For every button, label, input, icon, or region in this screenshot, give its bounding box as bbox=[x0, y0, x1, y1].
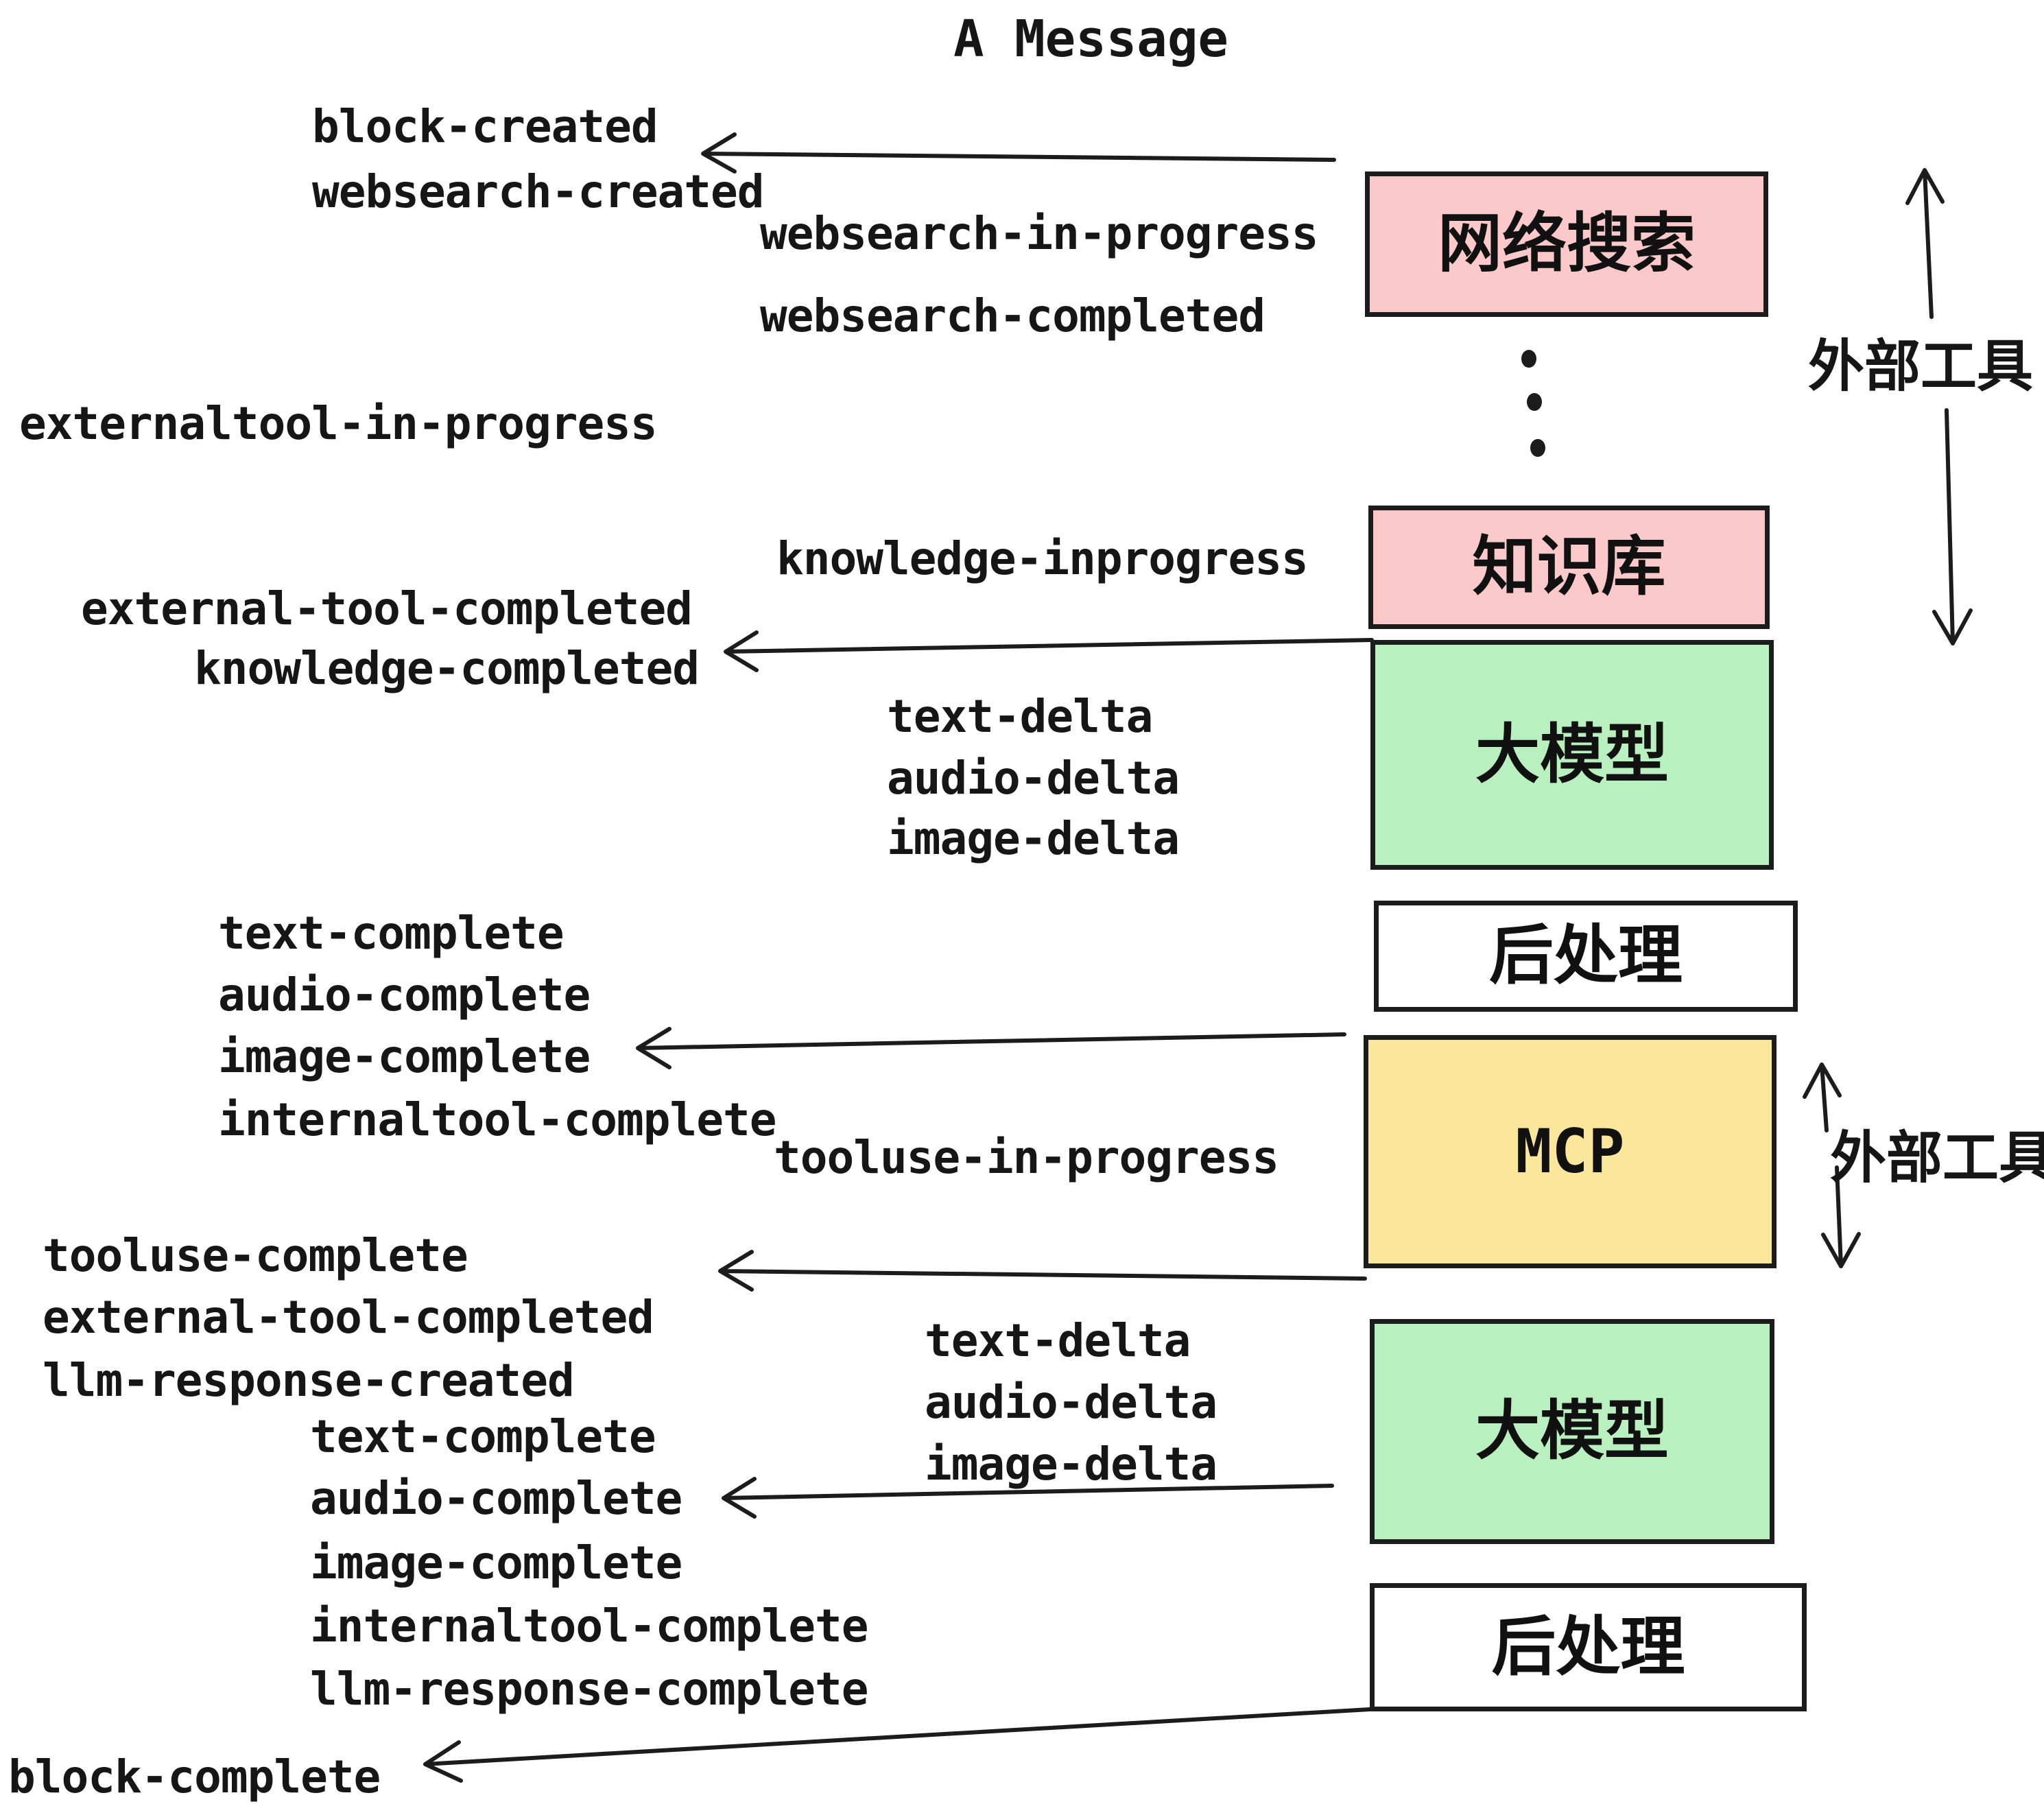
event-label-internaltool-complete-1: internaltool-complete bbox=[218, 1093, 776, 1146]
external-tools-label-top: 外部工具 bbox=[1808, 334, 2034, 399]
event-label-llm-response-complete: llm-response-complete bbox=[310, 1663, 868, 1716]
diagram-title: A Message bbox=[953, 10, 1228, 69]
event-label-image-complete-1: image-complete bbox=[218, 1030, 591, 1083]
arrow-to-block-complete bbox=[423, 1707, 1372, 1783]
event-label-text-delta-2: text-delta bbox=[925, 1314, 1191, 1367]
event-label-image-delta-2: image-delta bbox=[925, 1438, 1217, 1491]
event-label-text-complete-1: text-complete bbox=[218, 907, 565, 960]
node-mcp: MCP bbox=[1364, 1035, 1776, 1268]
external-tools-down-arrow-top bbox=[1932, 408, 1973, 645]
event-label-text-complete-2: text-complete bbox=[310, 1410, 656, 1463]
node-websearch: 网络搜索 bbox=[1365, 171, 1768, 317]
node-knowledge-base: 知识库 bbox=[1368, 506, 1770, 629]
node-websearch-label: 网络搜索 bbox=[1437, 206, 1696, 281]
event-label-block-complete: block-complete bbox=[8, 1750, 381, 1803]
node-postprocess-1-label: 后处理 bbox=[1488, 918, 1683, 993]
event-label-knowledge-completed: knowledge-completed bbox=[194, 642, 700, 695]
arrow-to-tooluse-complete bbox=[718, 1250, 1367, 1292]
event-label-image-complete-2: image-complete bbox=[310, 1536, 682, 1589]
event-label-block-created: block-created bbox=[312, 100, 658, 153]
arrow-to-image-complete bbox=[636, 1027, 1346, 1069]
event-label-audio-complete-2: audio-complete bbox=[310, 1472, 682, 1525]
event-label-websearch-completed: websearch-completed bbox=[760, 289, 1265, 342]
event-label-tooluse-complete: tooluse-complete bbox=[43, 1229, 468, 1282]
arrow-to-knowledge-completed bbox=[724, 630, 1374, 672]
external-tools-up-arrow-top bbox=[1905, 168, 1945, 319]
external-tools-label-mcp: 外部工具 bbox=[1830, 1126, 2044, 1191]
node-postprocess-1: 后处理 bbox=[1374, 901, 1798, 1012]
node-llm-2-label: 大模型 bbox=[1475, 1394, 1669, 1469]
event-label-audio-complete-1: audio-complete bbox=[218, 969, 591, 1021]
external-tools-up-arrow-mcp bbox=[1803, 1063, 1842, 1132]
event-label-image-delta-1: image-delta bbox=[887, 812, 1180, 865]
arrow-to-block-created bbox=[701, 132, 1336, 174]
event-label-text-delta-1: text-delta bbox=[887, 690, 1153, 743]
vertical-ellipsis-dots bbox=[1521, 350, 1545, 457]
event-label-tooluse-in-progress: tooluse-in-progress bbox=[774, 1131, 1279, 1184]
event-label-llm-response-created: llm-response-created bbox=[43, 1354, 575, 1407]
node-postprocess-2: 后处理 bbox=[1370, 1583, 1807, 1711]
event-label-websearch-in-progress: websearch-in-progress bbox=[760, 207, 1318, 260]
event-label-externaltool-in-progress: externaltool-in-progress bbox=[19, 397, 658, 450]
node-llm-1: 大模型 bbox=[1370, 640, 1774, 870]
event-label-audio-delta-2: audio-delta bbox=[925, 1376, 1217, 1429]
node-mcp-label: MCP bbox=[1515, 1116, 1625, 1187]
node-knowledge-base-label: 知识库 bbox=[1472, 530, 1666, 604]
event-label-external-tool-completed-2: external-tool-completed bbox=[43, 1291, 654, 1344]
node-llm-1-label: 大模型 bbox=[1475, 717, 1669, 792]
event-label-websearch-created: websearch-created bbox=[312, 165, 765, 218]
node-postprocess-2-label: 后处理 bbox=[1491, 1609, 1685, 1685]
node-llm-2: 大模型 bbox=[1370, 1319, 1774, 1544]
event-label-knowledge-inprogress: knowledge-inprogress bbox=[776, 532, 1309, 585]
event-label-external-tool-completed: external-tool-completed bbox=[81, 582, 693, 635]
event-label-internaltool-complete-2: internaltool-complete bbox=[310, 1600, 868, 1652]
event-label-audio-delta-1: audio-delta bbox=[887, 752, 1180, 805]
